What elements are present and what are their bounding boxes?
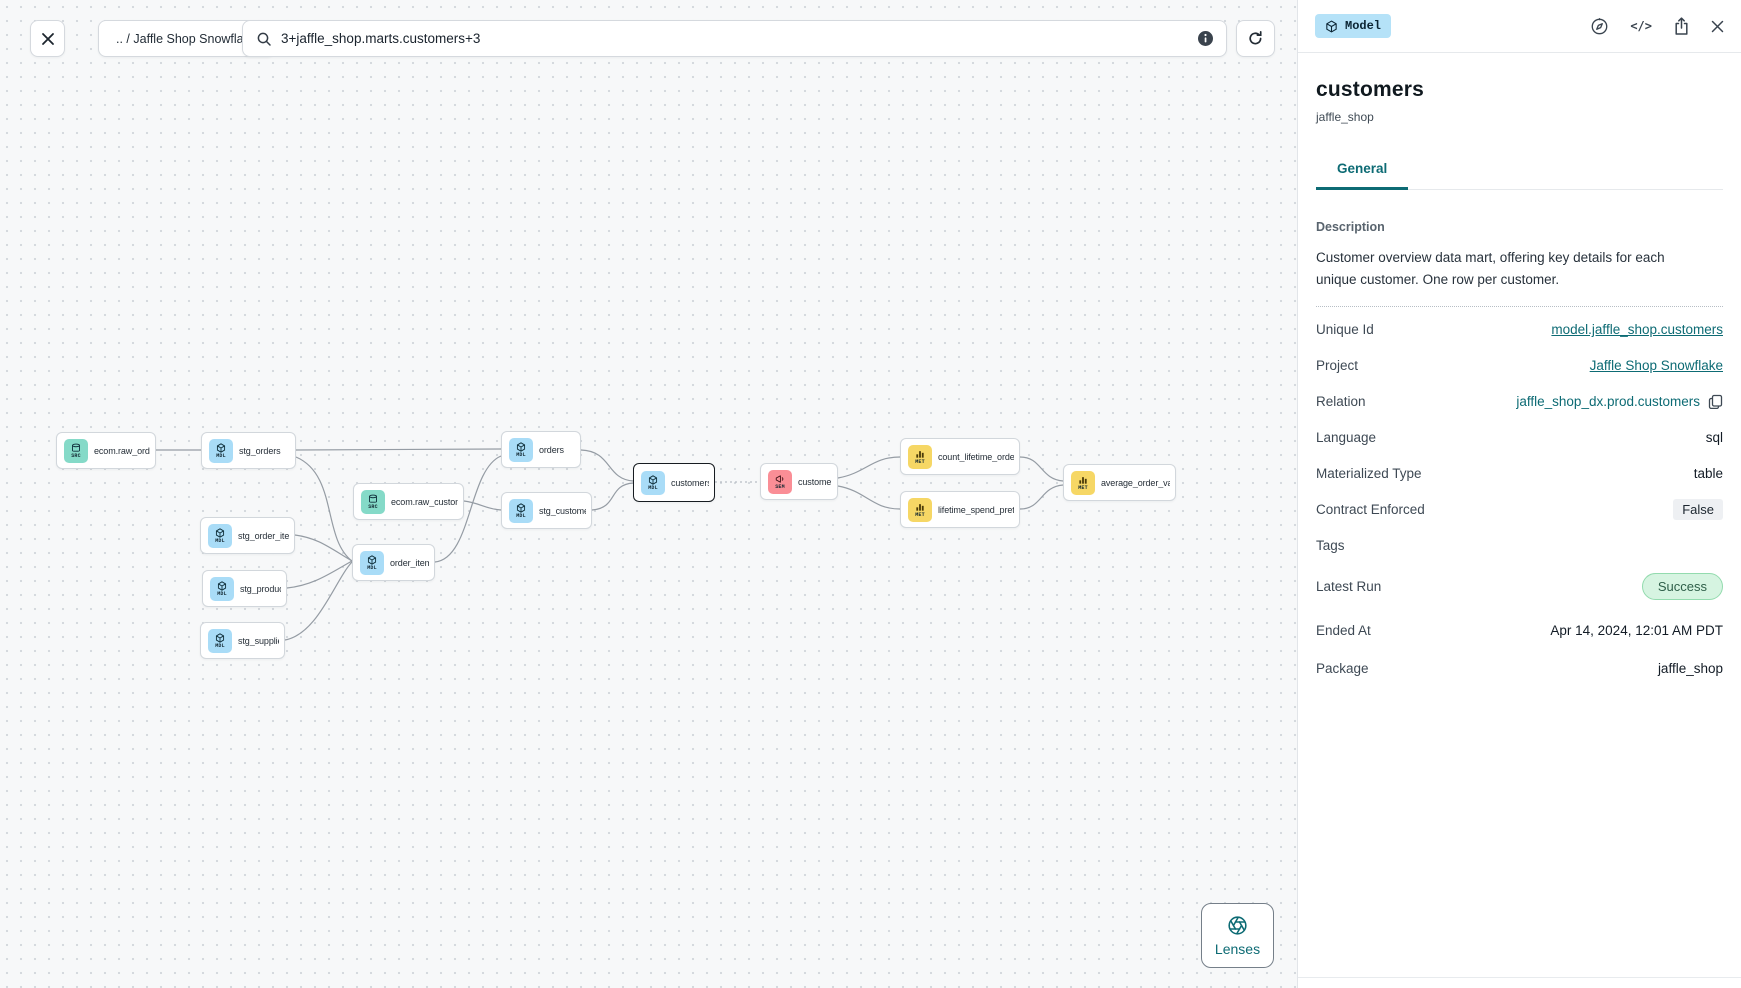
code-icon[interactable]: </> bbox=[1630, 19, 1652, 33]
source-icon: SRC bbox=[361, 489, 385, 514]
explore-compass-icon[interactable] bbox=[1590, 17, 1609, 36]
dag-node-ecom-raw-orders[interactable]: SRC ecom.raw_orders bbox=[56, 432, 156, 469]
refresh-button[interactable] bbox=[1236, 20, 1275, 57]
dag-node-stg-order-items[interactable]: MDL stg_order_items bbox=[200, 517, 295, 554]
dag-node-customers-semantic[interactable]: SEM customers bbox=[760, 463, 838, 500]
panel-close-icon[interactable] bbox=[1711, 20, 1724, 33]
row-contract-enforced: Contract Enforced False bbox=[1316, 492, 1723, 528]
panel-header-actions: </> bbox=[1590, 16, 1724, 36]
selector-search-box bbox=[242, 20, 1227, 57]
details-panel: Model </> customers jaffle_shop General bbox=[1297, 0, 1741, 988]
search-icon bbox=[257, 32, 271, 46]
row-tags: Tags bbox=[1316, 538, 1345, 554]
model-type-badge: Model bbox=[1315, 14, 1392, 38]
package-value: jaffle_shop bbox=[1657, 661, 1723, 677]
description-label: Description bbox=[1316, 220, 1385, 234]
row-materialized-type: Materialized Type table bbox=[1316, 466, 1723, 482]
model-icon: MDL bbox=[208, 523, 232, 548]
model-icon: MDL bbox=[509, 437, 533, 462]
dag-node-lifetime-spend-pretax[interactable]: MET lifetime_spend_pretax bbox=[900, 491, 1020, 528]
project-link[interactable]: Jaffle Shop Snowflake bbox=[1589, 358, 1723, 374]
dag-node-average-order-value[interactable]: MET average_order_value bbox=[1063, 464, 1176, 501]
panel-header: Model </> bbox=[1298, 0, 1741, 53]
copy-icon[interactable] bbox=[1708, 394, 1723, 410]
breadcrumb-label: .. / Jaffle Shop Snowflake bbox=[116, 31, 257, 46]
dag-node-stg-orders[interactable]: MDL stg_orders bbox=[201, 432, 296, 469]
source-icon: SRC bbox=[64, 438, 88, 463]
contract-enforced-badge: False bbox=[1673, 499, 1723, 521]
metric-icon: MET bbox=[908, 497, 932, 522]
panel-tabs: General bbox=[1316, 160, 1723, 190]
description-text: Customer overview data mart, offering ke… bbox=[1316, 250, 1665, 287]
ended-at-value: Apr 14, 2024, 12:01 AM PDT bbox=[1550, 622, 1723, 638]
dag-node-ecom-raw-customers[interactable]: SRC ecom.raw_customers bbox=[353, 483, 464, 520]
model-schema: jaffle_shop bbox=[1316, 110, 1374, 124]
language-value: sql bbox=[1705, 430, 1723, 446]
lenses-button[interactable]: Lenses bbox=[1201, 903, 1274, 968]
metric-icon: MET bbox=[908, 444, 932, 469]
row-relation: Relation jaffle_shop_dx.prod.customers bbox=[1316, 384, 1723, 420]
relation-value: jaffle_shop_dx.prod.customers bbox=[1516, 394, 1700, 410]
row-package: Package jaffle_shop bbox=[1316, 661, 1723, 677]
model-icon: MDL bbox=[641, 470, 665, 495]
divider bbox=[1316, 305, 1723, 307]
search-input[interactable] bbox=[281, 31, 1188, 46]
aperture-icon bbox=[1228, 915, 1247, 935]
model-icon: MDL bbox=[360, 550, 384, 575]
lenses-label: Lenses bbox=[1214, 940, 1261, 957]
dag-node-customers-selected[interactable]: MDL customers bbox=[633, 463, 715, 502]
model-icon: MDL bbox=[208, 628, 232, 653]
share-icon[interactable] bbox=[1673, 16, 1690, 36]
panel-footer-divider bbox=[1298, 977, 1741, 978]
row-project: Project Jaffle Shop Snowflake bbox=[1316, 358, 1723, 374]
unique-id-link[interactable]: model.jaffle_shop.customers bbox=[1551, 322, 1723, 338]
model-icon: MDL bbox=[210, 576, 234, 601]
dag-node-count-lifetime-orders[interactable]: MET count_lifetime_orders bbox=[900, 438, 1020, 475]
model-icon: MDL bbox=[209, 438, 233, 463]
model-title: customers bbox=[1316, 78, 1425, 101]
dag-node-stg-products[interactable]: MDL stg_products bbox=[202, 570, 287, 607]
dag-node-orders[interactable]: MDL orders bbox=[501, 431, 581, 468]
close-lineage-button[interactable] bbox=[30, 20, 65, 57]
row-latest-run: Latest Run Success bbox=[1316, 564, 1723, 610]
dag-node-order-items[interactable]: MDL order_items bbox=[352, 544, 435, 581]
dag-node-stg-supplies[interactable]: MDL stg_supplies bbox=[200, 622, 285, 659]
row-language: Language sql bbox=[1316, 430, 1723, 446]
lineage-canvas[interactable]: .. / Jaffle Shop Snowflake SRC ecom.raw_… bbox=[0, 0, 1297, 988]
metric-icon: MET bbox=[1071, 470, 1095, 495]
model-cube-icon bbox=[1326, 19, 1337, 33]
model-icon: MDL bbox=[509, 498, 533, 523]
info-icon[interactable] bbox=[1197, 30, 1214, 47]
row-unique-id: Unique Id model.jaffle_shop.customers bbox=[1316, 322, 1723, 338]
semantic-model-icon: SEM bbox=[768, 469, 792, 494]
close-icon bbox=[41, 32, 54, 45]
row-ended-at: Ended At Apr 14, 2024, 12:01 AM PDT bbox=[1316, 622, 1723, 638]
tab-general[interactable]: General bbox=[1316, 161, 1409, 190]
latest-run-status-badge: Success bbox=[1641, 573, 1723, 601]
refresh-icon bbox=[1249, 30, 1262, 45]
dag-node-stg-customers[interactable]: MDL stg_customers bbox=[501, 492, 592, 529]
materialized-type-value: table bbox=[1693, 466, 1723, 482]
